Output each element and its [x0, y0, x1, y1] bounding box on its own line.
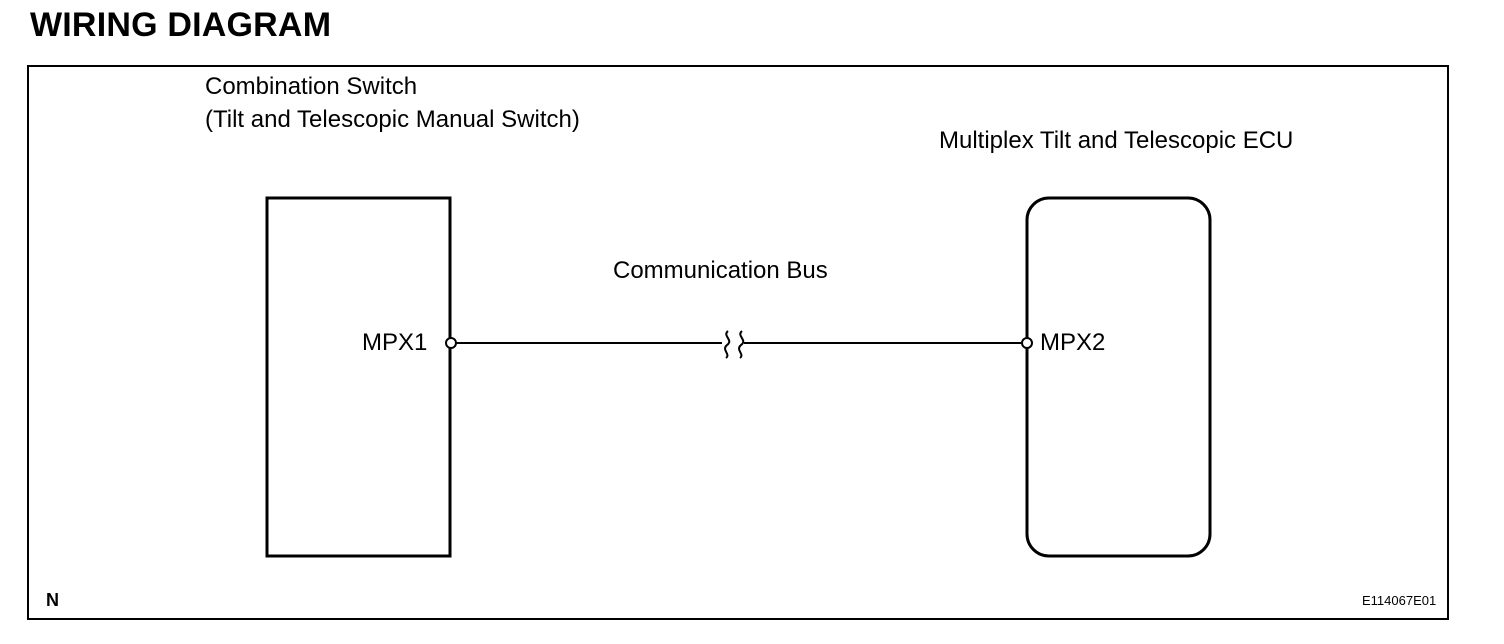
mpx2-terminal-connector [1021, 337, 1033, 349]
mpx1-terminal-label: MPX1 [362, 329, 428, 356]
ecu-label: Multiplex Tilt and Telescopic ECU [939, 127, 1294, 154]
communication-bus-label: Communication Bus [613, 257, 828, 284]
corner-mark: N [46, 590, 59, 610]
mpx1-terminal-connector [445, 337, 457, 349]
combination-switch-label: Combination Switch [205, 73, 418, 100]
combination-switch-box [265, 196, 452, 558]
page-title: WIRING DIAGRAM [30, 6, 332, 44]
wire-break-symbol [724, 330, 745, 359]
diagram-frame [27, 65, 1449, 620]
ecu-box [1025, 196, 1212, 558]
figure-code: E114067E01 [1362, 593, 1437, 608]
combination-switch-sublabel: (Tilt and Telescopic Manual Switch) [205, 106, 580, 133]
mpx2-terminal-label: MPX2 [1040, 329, 1106, 356]
